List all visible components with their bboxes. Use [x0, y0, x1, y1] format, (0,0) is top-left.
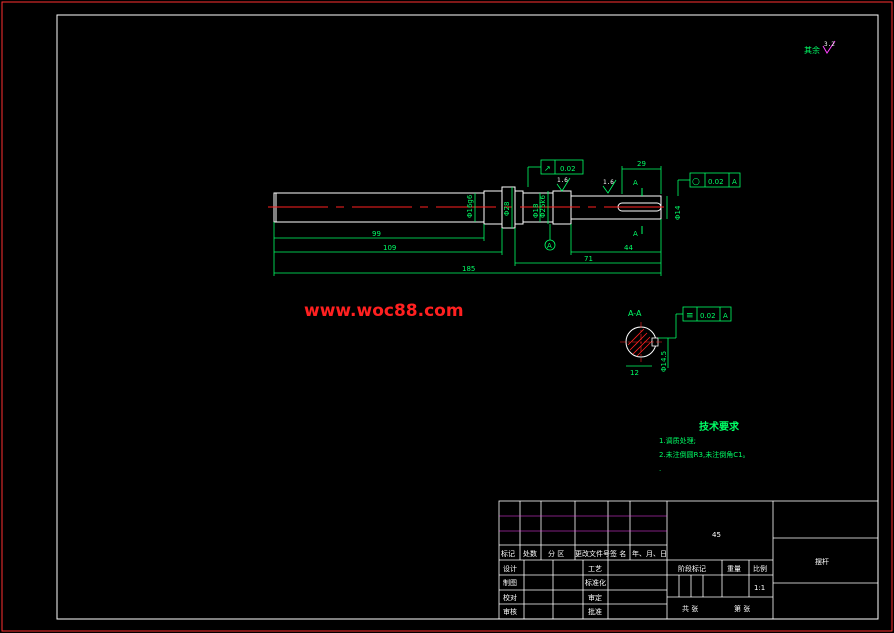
- roundness-symbol: ○: [692, 177, 700, 187]
- watermark: www.woc88.com: [304, 301, 464, 321]
- roughness-mark-2: 1.6: [603, 179, 614, 186]
- roundness-tolerance-frame: ○ 0.02 A: [677, 172, 741, 196]
- inner-border: [56, 14, 879, 620]
- dim-dia-bearing: Φ25k6: [539, 195, 547, 218]
- roughness-note-label: 其余: [804, 45, 820, 55]
- section-view-a-a: A-A 12 Φ14.5: [620, 309, 669, 377]
- roughness-mark-1: 1.6: [557, 177, 568, 184]
- section-title: A-A: [628, 309, 642, 318]
- dim-71: 71: [584, 255, 593, 263]
- dim-29: 29: [637, 160, 646, 168]
- symmetry-tolerance-frame: ≡ 0.02 A: [658, 306, 732, 339]
- weight-label: 重量: [727, 565, 741, 573]
- section-mark-top: A: [633, 179, 638, 187]
- symmetry-value: 0.02: [700, 312, 716, 320]
- dim-185: 185: [462, 265, 475, 273]
- dimension-lines: [273, 166, 668, 276]
- roundness-value: 0.02: [708, 178, 724, 186]
- header-sign: 签 名: [610, 549, 626, 558]
- part-name: 摆杆: [815, 557, 829, 566]
- role-standard: 标准化: [585, 578, 606, 587]
- tech-req-title: 技术要求: [699, 420, 740, 433]
- dim-99: 99: [372, 230, 381, 238]
- dim-dia-collar: Φ28: [503, 202, 511, 216]
- scale-label: 比例: [753, 564, 767, 573]
- header-count: 处数: [523, 549, 537, 558]
- symmetry-symbol: ≡: [686, 311, 694, 321]
- header-doc: 更改文件号: [575, 549, 610, 558]
- role-process: 工艺: [588, 565, 602, 573]
- roughness-note-value: 3.2: [824, 41, 835, 48]
- header-date: 年、月、日: [632, 549, 667, 558]
- tech-req-item-3: .: [659, 465, 661, 473]
- sheet-number: 第 张: [734, 604, 750, 613]
- roundness-datum: A: [732, 178, 737, 186]
- dim-44: 44: [624, 244, 633, 252]
- material: 45: [712, 531, 721, 539]
- runout-symbol: ↗: [544, 164, 551, 173]
- tech-req-item-2: 2.未注倒圆R3,未注倒角C1。: [659, 450, 750, 459]
- roughness-marks: 1.6 1.6: [556, 177, 617, 194]
- runout-value: 0.02: [560, 165, 576, 173]
- stage-label: 阶段标记: [678, 564, 706, 573]
- dim-109: 109: [383, 244, 396, 252]
- runout-tolerance-frame: ↗ 0.02: [527, 159, 584, 187]
- default-roughness-note: 其余 3.2: [804, 40, 836, 55]
- header-zone: 分 区: [548, 549, 564, 558]
- scale-value: 1:1: [754, 584, 765, 592]
- header-mark: 标记: [501, 549, 515, 558]
- role-check: 校对: [503, 593, 517, 602]
- role-approve: 批准: [588, 607, 602, 616]
- role-approve-tech: 审定: [588, 593, 602, 602]
- dim-dia-left: Φ16g6: [466, 194, 474, 218]
- title-block: 45 摆杆 标记 处数 分 区 更改文件号 签 名 年、月、日 设计 制图 校对…: [498, 500, 879, 620]
- section-width-dim: 12: [630, 369, 639, 377]
- symmetry-datum: A: [723, 312, 728, 320]
- dim-dia-right: Φ14: [674, 205, 682, 220]
- datum-a-label: A: [547, 242, 552, 250]
- section-mark-bottom: A: [633, 230, 638, 238]
- section-height-dim: Φ14.5: [660, 351, 668, 372]
- role-review: 审核: [503, 607, 517, 616]
- technical-requirements: 技术要求 1.调质处理; 2.未注倒圆R3,未注倒角C1。 .: [659, 420, 750, 473]
- section-markers: A A: [633, 179, 643, 238]
- dim-dia-mid: Φ18: [532, 204, 540, 218]
- role-design: 设计: [503, 564, 517, 573]
- dimension-texts: 99 109 185 71 44 29 Φ16g6 Φ28 Φ18 Φ25k6 …: [372, 160, 682, 273]
- sheets-total: 共 张: [682, 604, 698, 613]
- tech-req-item-1: 1.调质处理;: [659, 436, 696, 445]
- role-draw: 制图: [503, 578, 517, 587]
